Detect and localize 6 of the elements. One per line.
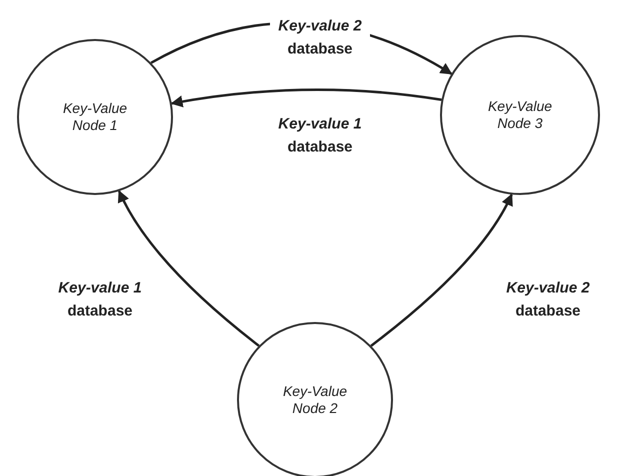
node-label: Key-Value Node 1 — [62, 100, 128, 134]
node-label: Key-Value Node 2 — [282, 382, 348, 418]
arrow — [118, 190, 260, 347]
node-label: Key-Value Node 3 — [486, 98, 554, 132]
arrow — [170, 88, 442, 108]
arrow — [370, 193, 513, 347]
